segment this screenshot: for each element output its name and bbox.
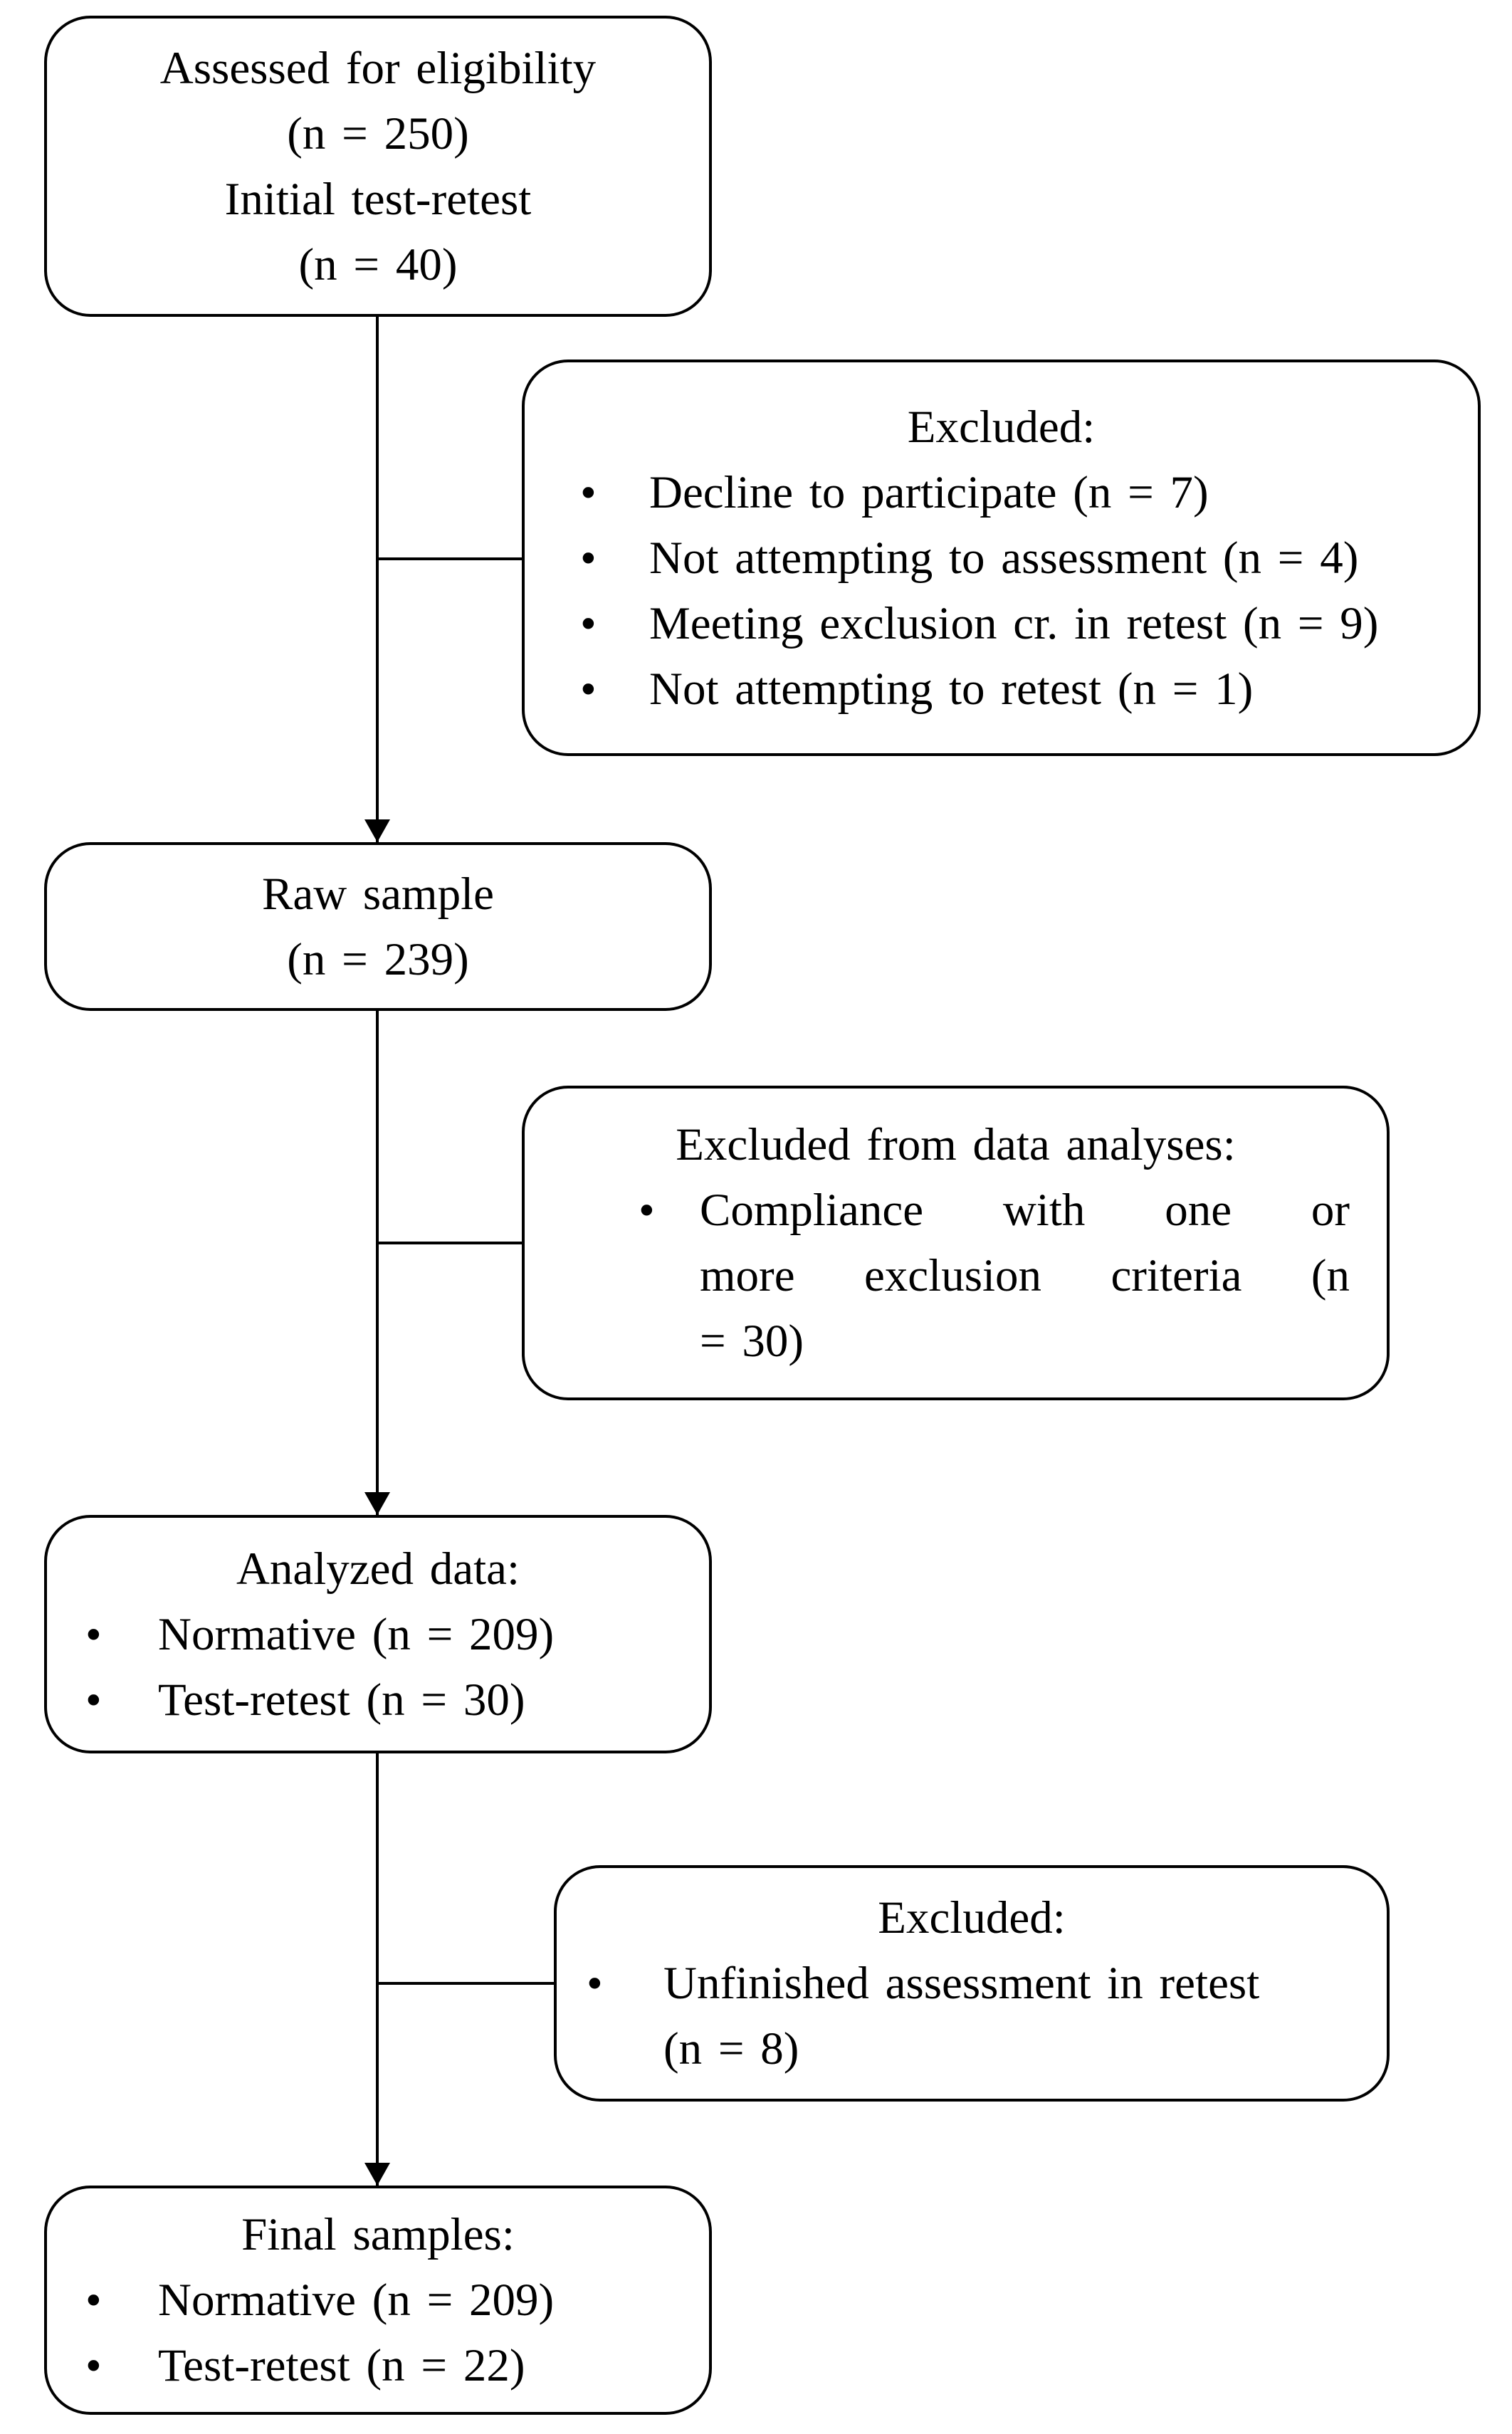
list-item-text: Test-retest (n = 22) xyxy=(158,2340,525,2391)
bullet-list: • Normative (n = 209) • Test-retest (n =… xyxy=(47,2267,709,2398)
box-raw-sample: Raw sample (n = 239) xyxy=(44,842,712,1011)
box-eligibility: Assessed for eligibility (n = 250) Initi… xyxy=(44,16,712,317)
list-item: • Decline to participate (n = 7) xyxy=(525,460,1478,525)
box-line: (n = 250) xyxy=(287,107,469,159)
connector-branch-excluded-retest xyxy=(377,1982,555,1985)
bullet-icon: • xyxy=(580,532,597,584)
list-item-text: more exclusion criteria (n xyxy=(700,1250,1350,1301)
box-line: Assessed for eligibility xyxy=(159,42,597,94)
box-line: (n = 40) xyxy=(298,238,458,290)
arrowhead-icon xyxy=(364,1492,390,1515)
list-item-text: = 30) xyxy=(700,1316,804,1367)
list-item-text: (n = 8) xyxy=(663,2023,799,2074)
connector-eligibility-to-raw xyxy=(376,317,379,842)
bullet-icon: • xyxy=(639,1185,655,1236)
list-item-text: Not attempting to assessment (n = 4) xyxy=(649,532,1359,584)
bullet-list: • Unfinished assessment in retest (n = 8… xyxy=(557,1951,1387,2082)
box-final-samples: Final samples: • Normative (n = 209) • T… xyxy=(44,2186,712,2415)
box-title: Excluded: xyxy=(907,401,1096,453)
arrowhead-icon xyxy=(364,2163,390,2186)
bullet-icon: • xyxy=(85,2340,102,2391)
connector-branch-excluded-analyses xyxy=(377,1242,523,1244)
list-item-text: Decline to participate (n = 7) xyxy=(649,466,1209,518)
bullet-list: • Decline to participate (n = 7) • Not a… xyxy=(525,460,1478,722)
box-line: Initial test-retest xyxy=(224,173,532,225)
box-excluded-analyses: Excluded from data analyses: • Complianc… xyxy=(522,1086,1390,1400)
connector-analyzed-to-final xyxy=(376,1753,379,2186)
list-item: • Test-retest (n = 22) xyxy=(47,2333,709,2398)
connector-raw-to-analyzed xyxy=(376,1011,379,1515)
list-item-text: Unfinished assessment in retest xyxy=(663,1958,1260,2009)
list-item: • Not attempting to assessment (n = 4) xyxy=(525,525,1478,591)
bullet-list: • Compliance with one or more exclusion … xyxy=(525,1177,1387,1374)
list-item-text: Meeting exclusion cr. in retest (n = 9) xyxy=(649,597,1379,649)
list-item: • Normative (n = 209) xyxy=(47,2267,709,2333)
list-item-text: Test-retest (n = 30) xyxy=(158,1674,525,1726)
list-item: • Test-retest (n = 30) xyxy=(47,1667,709,1733)
box-title: Analyzed data: xyxy=(236,1543,520,1595)
bullet-icon: • xyxy=(580,597,597,649)
box-line: (n = 239) xyxy=(287,933,469,985)
list-item: • Not attempting to retest (n = 1) xyxy=(525,656,1478,722)
box-title: Excluded: xyxy=(878,1892,1066,1943)
bullet-icon: • xyxy=(85,1608,102,1660)
box-excluded-initial: Excluded: • Decline to participate (n = … xyxy=(522,360,1481,756)
list-item-text: Compliance with one or xyxy=(700,1185,1350,1236)
bullet-icon: • xyxy=(85,1674,102,1726)
list-item-text: Normative (n = 209) xyxy=(158,2275,555,2326)
list-item: • Meeting exclusion cr. in retest (n = 9… xyxy=(525,591,1478,656)
box-excluded-retest: Excluded: • Unfinished assessment in ret… xyxy=(554,1865,1390,2102)
bullet-icon: • xyxy=(587,1958,603,2009)
bullet-icon: • xyxy=(580,663,597,715)
list-item: • Compliance with one or more exclusion … xyxy=(525,1177,1387,1374)
bullet-icon: • xyxy=(85,2275,102,2326)
connector-branch-excluded-initial xyxy=(377,557,523,560)
arrowhead-icon xyxy=(364,819,390,842)
bullet-list: • Normative (n = 209) • Test-retest (n =… xyxy=(47,1602,709,1733)
list-item-text: Normative (n = 209) xyxy=(158,1608,555,1660)
box-title: Final samples: xyxy=(241,2209,515,2260)
box-analyzed-data: Analyzed data: • Normative (n = 209) • T… xyxy=(44,1515,712,1753)
box-line: Raw sample xyxy=(261,868,494,920)
list-item: • Unfinished assessment in retest (n = 8… xyxy=(557,1951,1387,2082)
list-item-text: Not attempting to retest (n = 1) xyxy=(649,663,1254,715)
box-title: Excluded from data analyses: xyxy=(676,1119,1236,1170)
list-item: • Normative (n = 209) xyxy=(47,1602,709,1667)
bullet-icon: • xyxy=(580,466,597,518)
